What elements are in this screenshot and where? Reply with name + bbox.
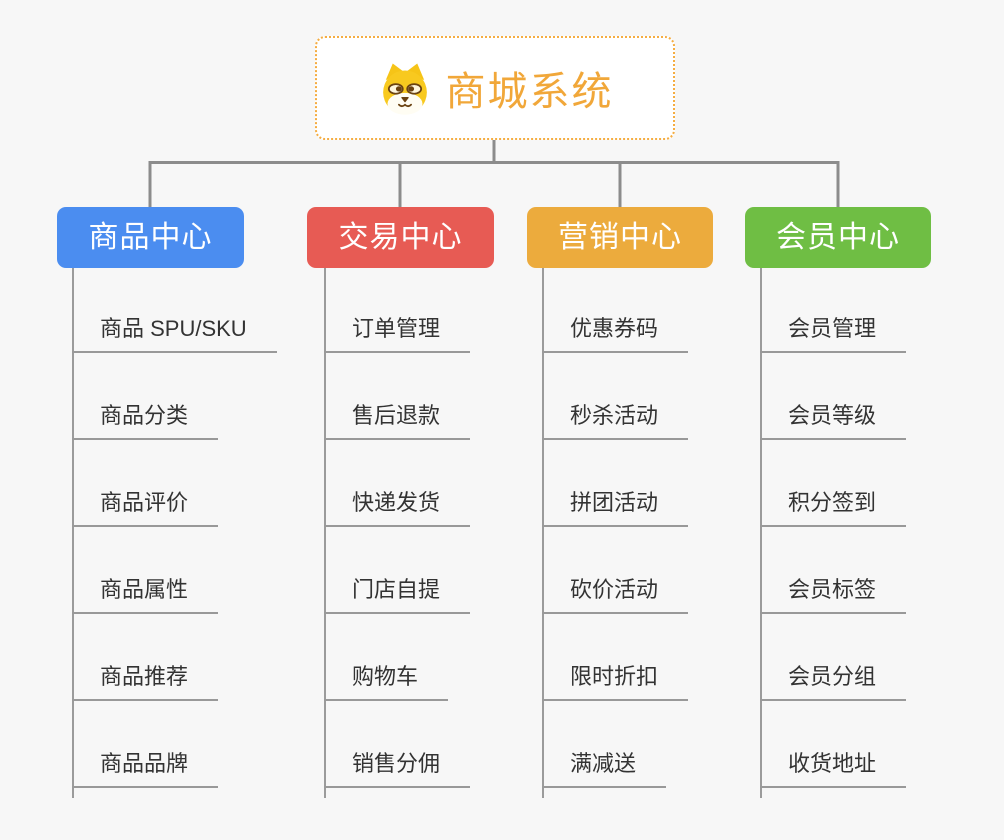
child-node[interactable]: 购物车 <box>324 663 449 701</box>
child-node[interactable]: 商品 SPU/SKU <box>72 315 277 353</box>
child-node[interactable]: 优惠券码 <box>542 315 689 353</box>
child-node[interactable]: 秒杀活动 <box>542 402 689 440</box>
child-node[interactable]: 会员等级 <box>760 402 907 440</box>
child-node[interactable]: 限时折扣 <box>542 663 689 701</box>
branch-node-marketing-center[interactable]: 营销中心 <box>527 207 713 268</box>
child-column-member-center: 会员管理 会员等级 积分签到 会员标签 会员分组 收货地址 <box>760 268 1000 788</box>
root-node[interactable]: 商城系统 <box>315 36 675 140</box>
dog-face-icon <box>382 63 427 115</box>
child-node[interactable]: 商品品牌 <box>72 750 219 788</box>
child-column-product-center: 商品 SPU/SKU 商品分类 商品评价 商品属性 商品推荐 商品品牌 <box>72 268 312 788</box>
child-node[interactable]: 满减送 <box>542 750 667 788</box>
child-node[interactable]: 商品分类 <box>72 402 219 440</box>
child-node[interactable]: 拼团活动 <box>542 489 689 527</box>
child-node[interactable]: 商品属性 <box>72 576 219 614</box>
branch-node-product-center[interactable]: 商品中心 <box>57 207 244 268</box>
child-node[interactable]: 商品推荐 <box>72 663 219 701</box>
child-node[interactable]: 收货地址 <box>760 750 907 788</box>
child-node[interactable]: 门店自提 <box>324 576 471 614</box>
child-node[interactable]: 快递发货 <box>324 489 471 527</box>
child-node[interactable]: 会员标签 <box>760 576 907 614</box>
child-node[interactable]: 积分签到 <box>760 489 907 527</box>
branch-node-trade-center[interactable]: 交易中心 <box>307 207 494 268</box>
child-node[interactable]: 会员管理 <box>760 315 907 353</box>
child-column-trade-center: 订单管理 售后退款 快递发货 门店自提 购物车 销售分佣 <box>324 268 564 788</box>
child-node[interactable]: 商品评价 <box>72 489 219 527</box>
branch-bus-line <box>148 161 840 207</box>
child-node[interactable]: 订单管理 <box>324 315 471 353</box>
child-column-marketing-center: 优惠券码 秒杀活动 拼团活动 砍价活动 限时折扣 满减送 <box>542 268 782 788</box>
child-node[interactable]: 销售分佣 <box>324 750 471 788</box>
child-node[interactable]: 会员分组 <box>760 663 907 701</box>
child-node[interactable]: 砍价活动 <box>542 576 689 614</box>
root-node-title: 商城系统 <box>445 70 614 114</box>
child-node[interactable]: 售后退款 <box>324 402 471 440</box>
branch-node-member-center[interactable]: 会员中心 <box>745 207 931 268</box>
